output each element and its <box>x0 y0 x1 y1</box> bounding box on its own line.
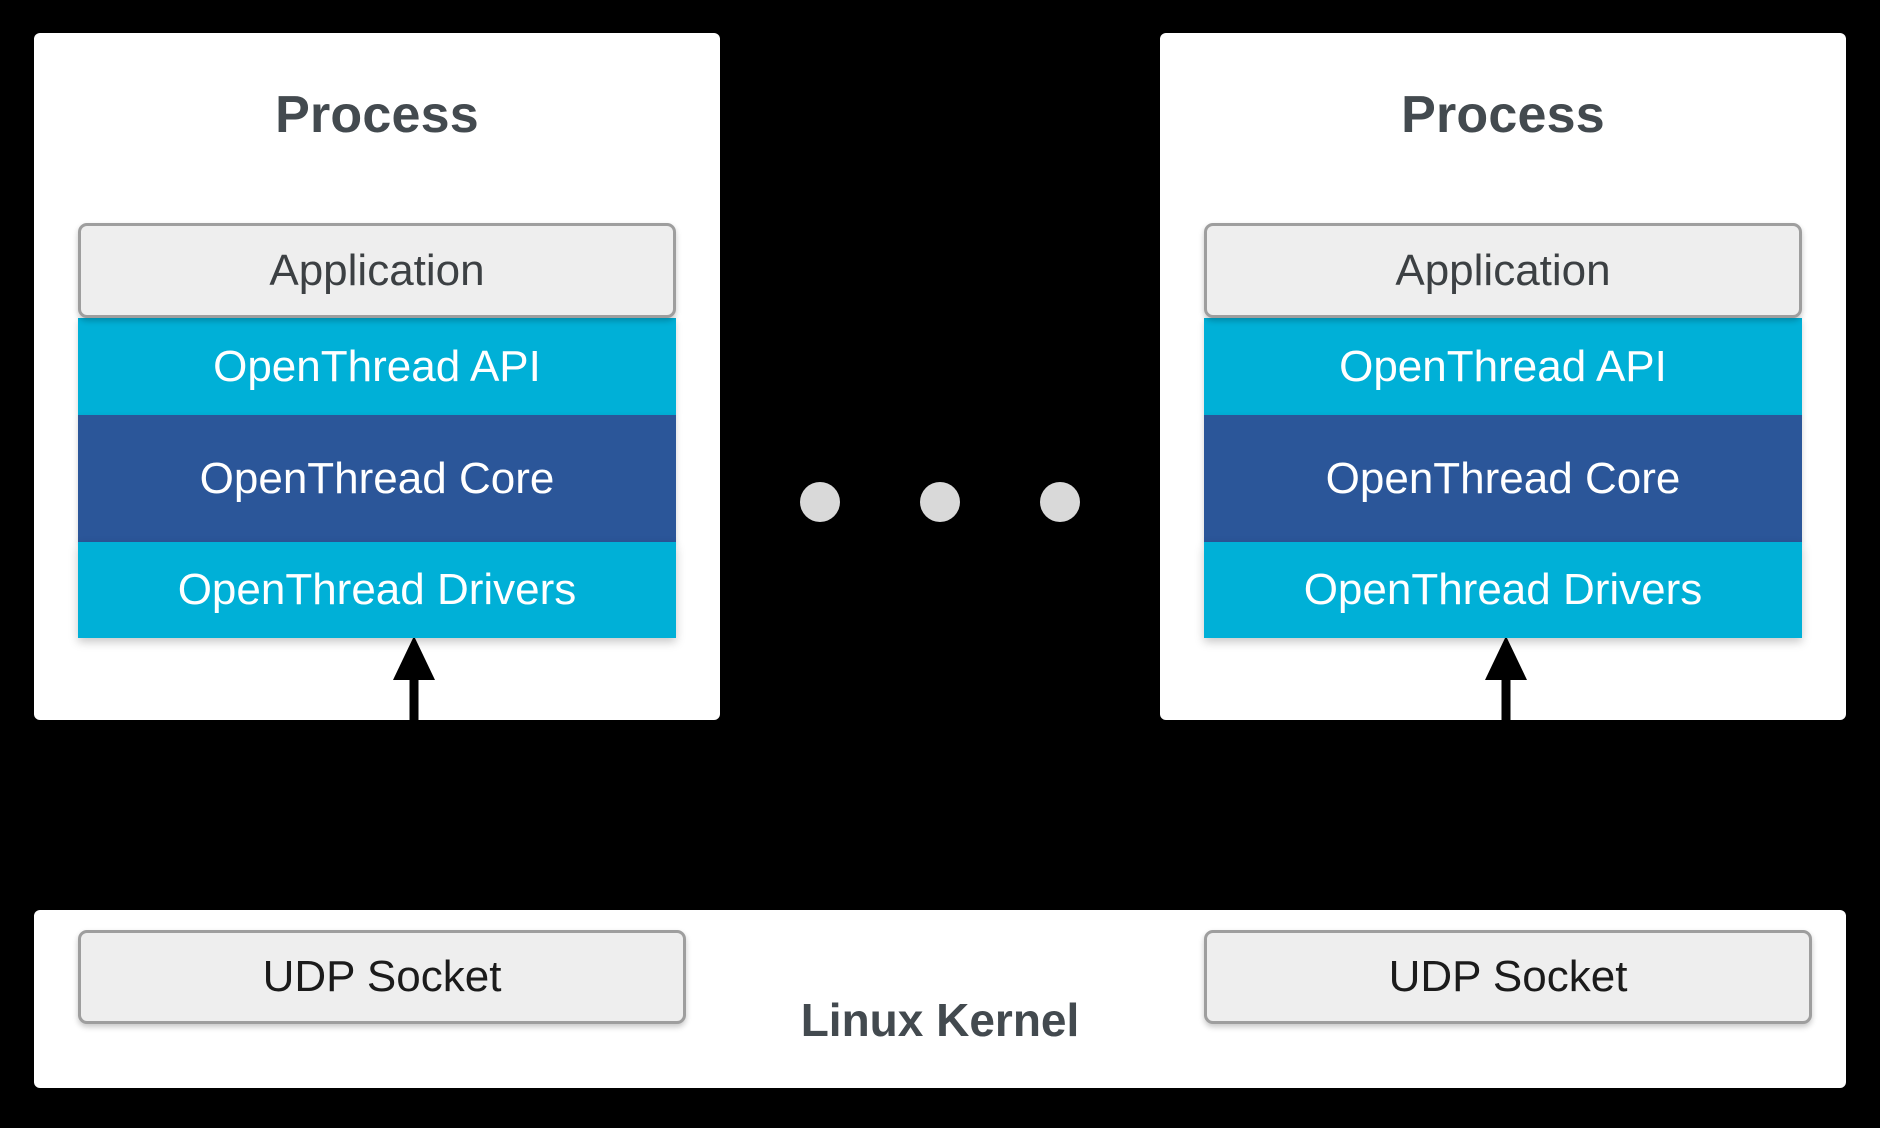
layer-openthread-drivers-left: OpenThread Drivers <box>78 542 676 638</box>
linux-kernel-card: Linux Kernel UDP Socket UDP Socket <box>34 910 1846 1088</box>
ellipsis-dot-3 <box>1040 482 1080 522</box>
process-card-left: Process Application OpenThread API OpenT… <box>34 33 720 720</box>
process-card-right: Process Application OpenThread API OpenT… <box>1160 33 1846 720</box>
udp-socket-box-right: UDP Socket <box>1204 930 1812 1024</box>
arrow-up-icon-right <box>1485 636 1527 720</box>
layer-openthread-drivers-right: OpenThread Drivers <box>1204 542 1802 638</box>
udp-socket-box-left: UDP Socket <box>78 930 686 1024</box>
layer-stack-right: Application OpenThread API OpenThread Co… <box>1204 223 1802 638</box>
process-title-left: Process <box>275 86 479 144</box>
process-title-right: Process <box>1401 86 1605 144</box>
layer-application-left: Application <box>78 223 676 318</box>
layer-openthread-api-left: OpenThread API <box>78 318 676 415</box>
layer-stack-left: Application OpenThread API OpenThread Co… <box>78 223 676 638</box>
arrow-up-icon-left <box>393 636 435 720</box>
layer-openthread-core-right: OpenThread Core <box>1204 415 1802 542</box>
ellipsis-dot-2 <box>920 482 960 522</box>
linux-kernel-title: Linux Kernel <box>800 994 1080 1046</box>
ellipsis-dots <box>800 482 1080 524</box>
layer-openthread-api-right: OpenThread API <box>1204 318 1802 415</box>
layer-openthread-core-left: OpenThread Core <box>78 415 676 542</box>
layer-application-right: Application <box>1204 223 1802 318</box>
ellipsis-dot-1 <box>800 482 840 522</box>
